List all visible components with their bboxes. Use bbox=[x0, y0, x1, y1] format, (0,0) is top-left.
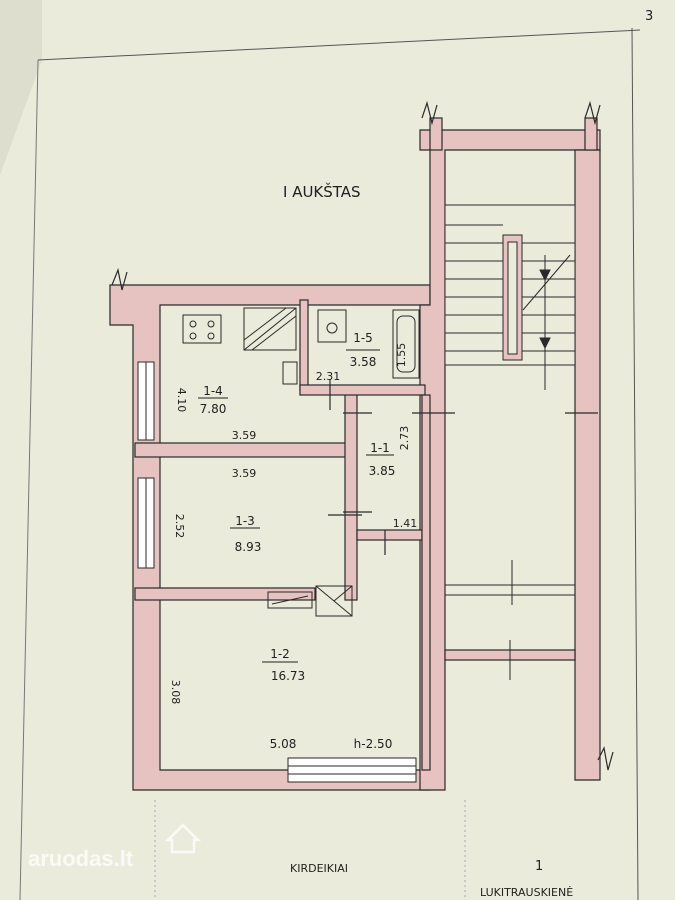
watermark-text: aruodas.lt bbox=[28, 846, 134, 871]
dim-3-08: 3.08 bbox=[169, 680, 182, 705]
dimension-labels: 4.10 3.59 3.59 2.52 3.08 5.08 h-2.50 2.7… bbox=[169, 343, 417, 751]
page-number: 3 bbox=[645, 9, 653, 24]
boiler bbox=[282, 361, 298, 385]
dim-1-55: 1.55 bbox=[395, 343, 408, 368]
window-1-2 bbox=[287, 757, 417, 783]
wall-hall-bottom bbox=[356, 529, 423, 541]
heater bbox=[267, 591, 313, 609]
wall-partition-13-12 bbox=[134, 587, 316, 601]
wall-bath-left bbox=[299, 299, 309, 391]
stove bbox=[182, 314, 222, 344]
room-1-4-id: 1-4 bbox=[203, 384, 223, 398]
dim-5-08: 5.08 bbox=[270, 737, 297, 751]
watermark: aruodas.lt bbox=[28, 823, 202, 871]
break-marks bbox=[111, 100, 614, 771]
door-markers bbox=[328, 380, 598, 555]
room-1-5-area: 3.58 bbox=[350, 355, 377, 369]
page-border-top bbox=[37, 29, 641, 61]
ceiling-height: h-2.50 bbox=[354, 737, 393, 751]
room-1-4-area: 7.80 bbox=[200, 402, 227, 416]
wall-stub-left bbox=[429, 117, 443, 151]
room-1-1-id: 1-1 bbox=[370, 441, 390, 455]
washbasin bbox=[317, 309, 347, 343]
dim-1-41: 1.41 bbox=[393, 517, 418, 530]
page-border-right bbox=[631, 27, 639, 900]
fixtures bbox=[182, 307, 420, 617]
footer-left-text: KIRDEIKIAI bbox=[290, 862, 348, 875]
room-1-5-id: 1-5 bbox=[353, 331, 373, 345]
page-border-left bbox=[19, 59, 39, 900]
room-labels: 1-4 7.80 1-1 3.85 1-3 8.93 1-2 16.73 1-5… bbox=[198, 331, 395, 683]
windows bbox=[137, 361, 417, 783]
wall-hall-right bbox=[421, 394, 431, 771]
floor-title: I AUKŠTAS bbox=[283, 182, 361, 201]
wall-bath-bottom bbox=[299, 384, 426, 396]
dim-3-59-upper: 3.59 bbox=[232, 429, 257, 442]
room-1-2-area: 16.73 bbox=[271, 669, 305, 683]
room-1-1-area: 3.85 bbox=[369, 464, 396, 478]
ventilation-shaft bbox=[243, 307, 297, 351]
dim-3-59-lower: 3.59 bbox=[232, 467, 257, 480]
wall-stair-right bbox=[574, 149, 601, 781]
wall-partition-vertical bbox=[344, 389, 358, 601]
room-1-3-id: 1-3 bbox=[235, 514, 255, 528]
wall-partition-14-13 bbox=[134, 442, 349, 458]
wall-stub-right bbox=[584, 117, 598, 151]
dim-4-10: 4.10 bbox=[175, 388, 188, 413]
room-1-2-id: 1-2 bbox=[270, 647, 290, 661]
footer-number: 1 bbox=[535, 859, 543, 874]
page-fold bbox=[0, 0, 42, 175]
bathtub bbox=[392, 309, 420, 379]
wall-stair-left bbox=[419, 129, 601, 791]
chimney bbox=[315, 585, 353, 617]
dim-2-73: 2.73 bbox=[398, 426, 411, 451]
room-1-3-area: 8.93 bbox=[235, 540, 262, 554]
watermark-house-icon bbox=[164, 823, 202, 854]
walls bbox=[109, 117, 601, 791]
footer-bottom-text: LUKITRAUSKIENĖ bbox=[480, 886, 573, 899]
dim-2-52: 2.52 bbox=[173, 514, 186, 539]
staircase bbox=[444, 204, 576, 680]
dim-2-31: 2.31 bbox=[316, 370, 341, 383]
